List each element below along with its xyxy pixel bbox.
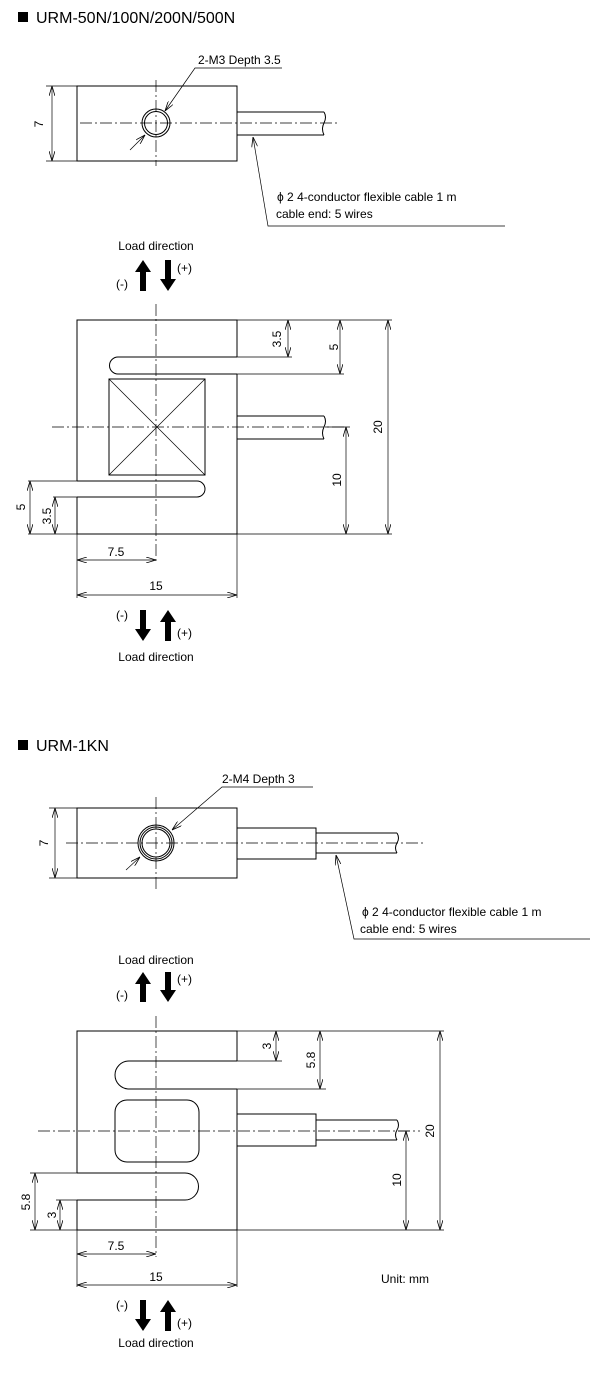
dim-slot-top-inner: 3.5 <box>270 330 284 347</box>
section-title: URM-1KN <box>36 738 109 755</box>
arrow-up-icon <box>160 610 176 641</box>
thread-label: 2-M3 Depth 3.5 <box>198 53 281 67</box>
dim-slot-top-outer: 5 <box>327 343 341 350</box>
dim-width: 15 <box>149 1270 163 1284</box>
dim-slot-bottom-outer: 5.8 <box>19 1193 33 1210</box>
dim-total-height: 20 <box>371 420 385 434</box>
arrow-down-icon <box>135 1300 151 1331</box>
dim-half-width: 7.5 <box>108 545 125 559</box>
dim-slot-bottom-outer: 5 <box>14 503 28 510</box>
dim-total-height: 20 <box>423 1124 437 1138</box>
front-view: 3.5 5 20 10 5 3.5 7.5 15 <box>14 304 392 598</box>
arrow-up-icon <box>135 972 151 1002</box>
cable <box>237 111 326 136</box>
cable <box>237 827 399 860</box>
load-direction-label: Load direction <box>118 953 193 967</box>
cable-end-label: cable end: 5 wires <box>276 207 373 221</box>
load-direction-label: Load direction <box>118 239 193 253</box>
section-urm-50n-500n: URM-50N/100N/200N/500N 7 2-M3 Depth 3.5 … <box>14 10 505 664</box>
dim-center-height: 10 <box>330 473 344 487</box>
thread-label: 2-M4 Depth 3 <box>222 772 295 786</box>
front-view: 3 5.8 20 10 5.8 3 7.5 15 Unit: mm <box>19 1016 444 1287</box>
dim-slot-top-outer: 5.8 <box>304 1051 318 1068</box>
plus-label: (+) <box>177 261 192 275</box>
load-direction-label: Load direction <box>118 650 193 664</box>
bullet-icon <box>18 12 28 22</box>
dim-height: 7 <box>37 839 51 846</box>
dim-slot-bottom-inner: 3.5 <box>40 507 54 524</box>
arrow-down-icon <box>160 260 176 291</box>
plus-label: (+) <box>177 1316 192 1330</box>
minus-label: (-) <box>116 1298 128 1312</box>
arrow-down-icon <box>160 972 176 1002</box>
dim-slot-top-inner: 3 <box>260 1042 274 1049</box>
cable-label: ϕ 2 4-conductor flexible cable 1 m <box>277 190 456 204</box>
load-direction-label: Load direction <box>118 1336 193 1350</box>
arrow-up-icon <box>160 1300 176 1331</box>
dim-height: 7 <box>32 120 46 127</box>
minus-label: (-) <box>116 277 128 291</box>
plus-label: (+) <box>177 972 192 986</box>
dim-width: 15 <box>149 579 163 593</box>
top-view: 7 2-M3 Depth 3.5 ϕ 2 4-conductor flexibl… <box>32 53 505 227</box>
dim-center-height: 10 <box>390 1173 404 1187</box>
dim-slot-bottom-inner: 3 <box>45 1211 59 1218</box>
section-urm-1kn: URM-1KN 7 2-M4 Depth 3 ϕ 2 4-conductor f… <box>18 738 590 1350</box>
dim-half-width: 7.5 <box>108 1239 125 1253</box>
minus-label: (-) <box>116 988 128 1002</box>
minus-label: (-) <box>116 608 128 622</box>
unit-label: Unit: mm <box>381 1272 429 1286</box>
cable-end-label: cable end: 5 wires <box>360 922 457 936</box>
cable <box>237 415 326 440</box>
plus-label: (+) <box>177 626 192 640</box>
arrow-up-icon <box>135 260 151 291</box>
top-view: 7 2-M4 Depth 3 ϕ 2 4-conductor flexible … <box>37 772 590 940</box>
arrow-down-icon <box>135 610 151 641</box>
section-title: URM-50N/100N/200N/500N <box>36 10 235 27</box>
bullet-icon <box>18 740 28 750</box>
cable-label: ϕ 2 4-conductor flexible cable 1 m <box>362 905 541 919</box>
cable <box>237 1113 399 1147</box>
